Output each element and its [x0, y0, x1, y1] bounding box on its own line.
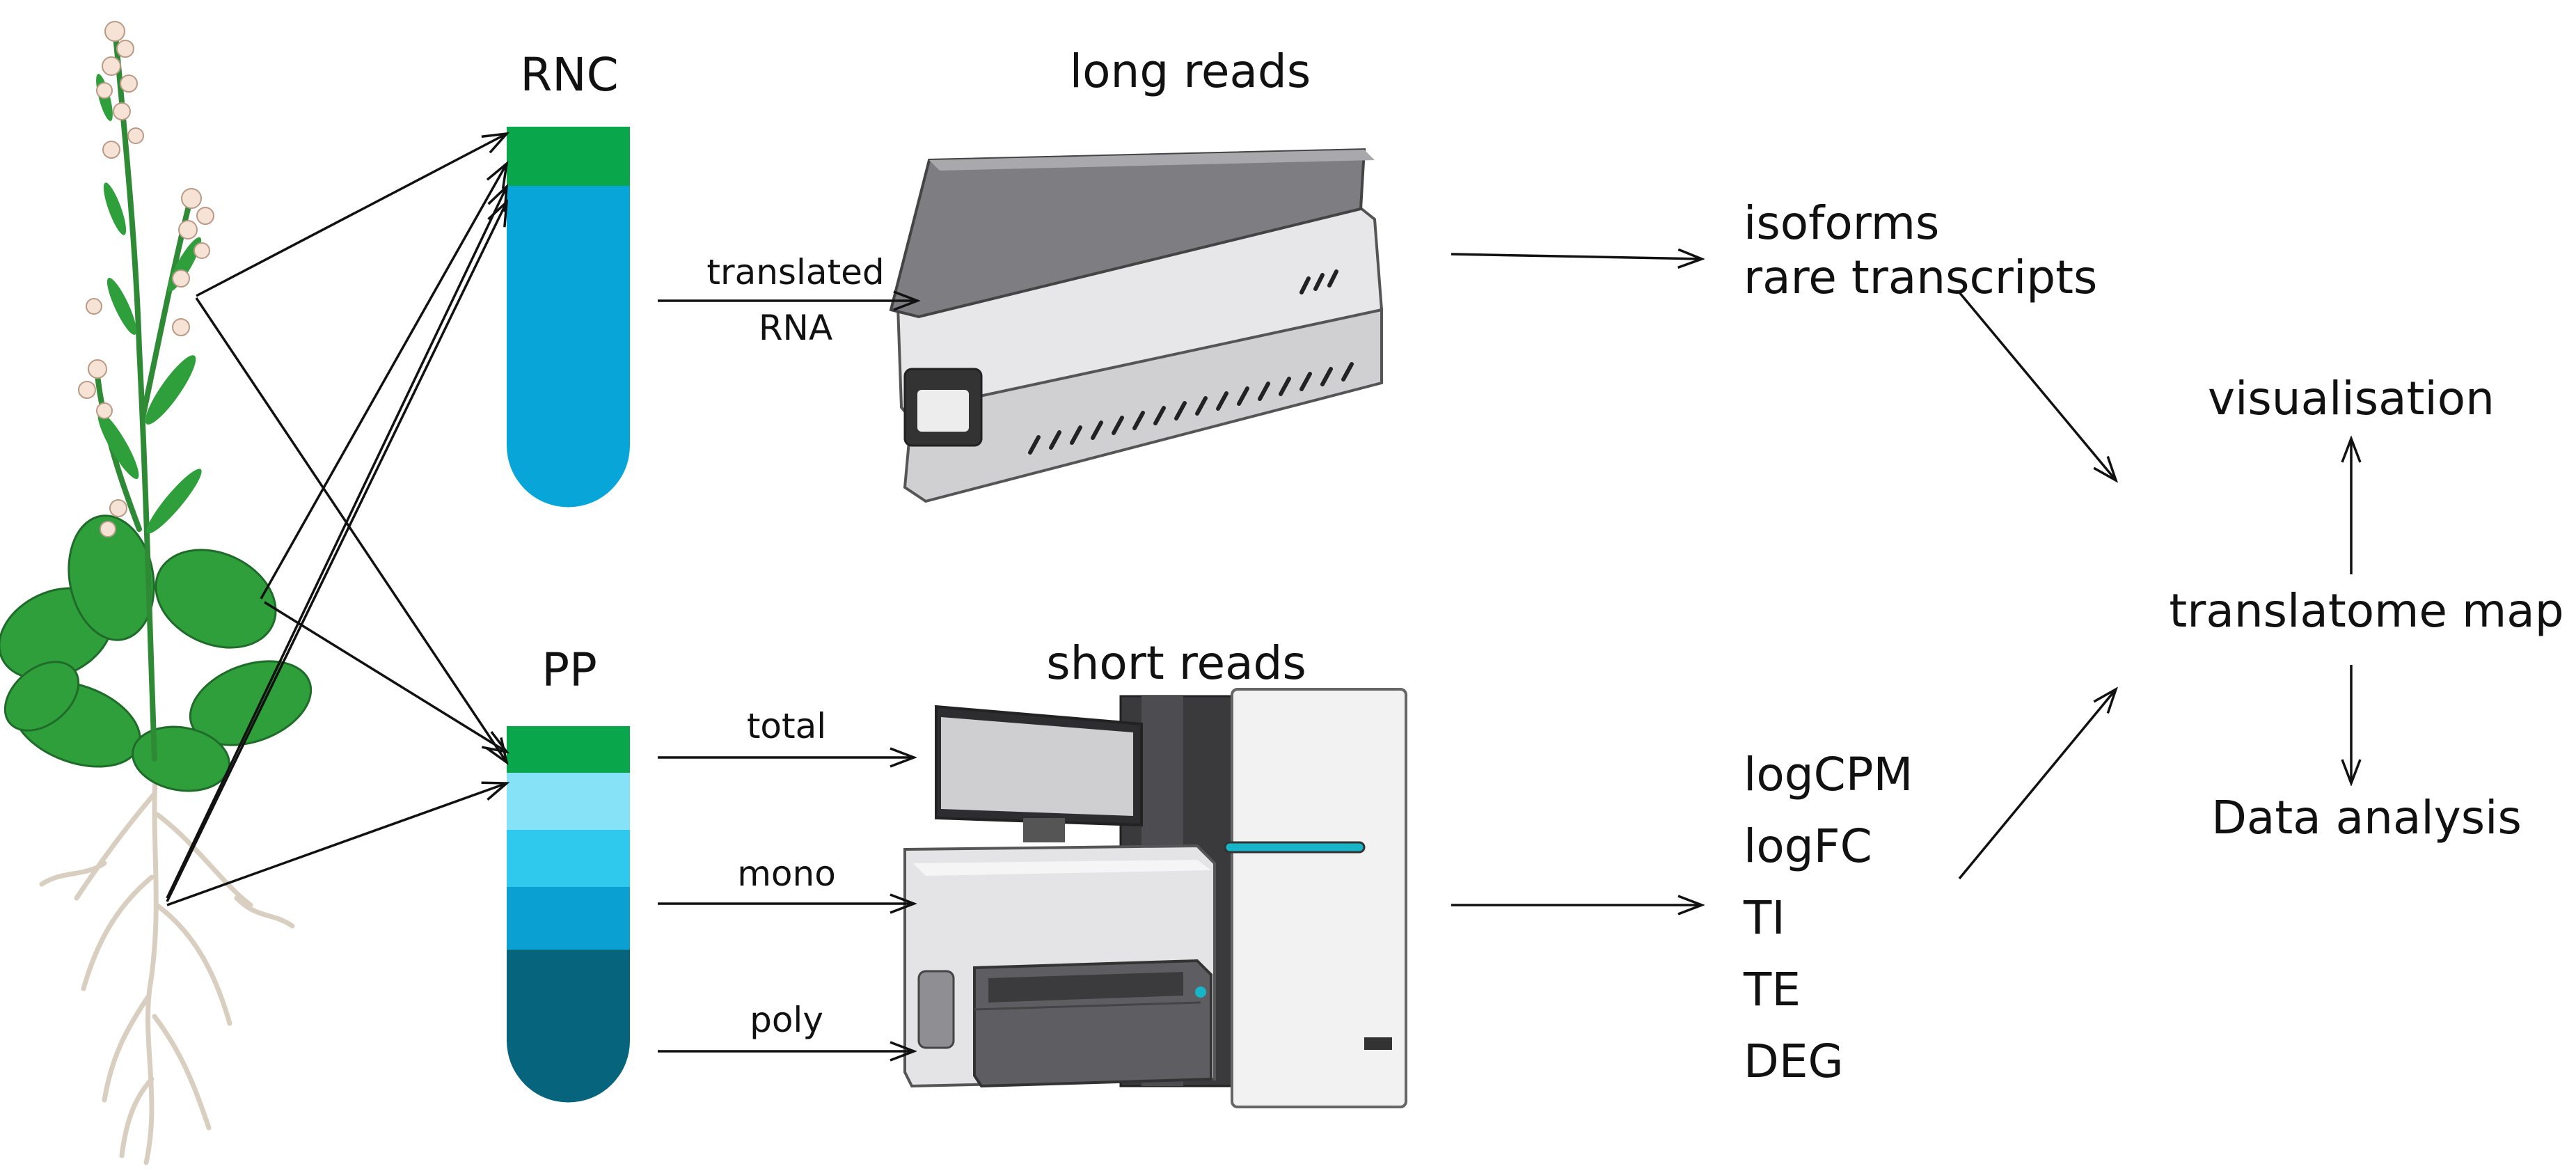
arrow-long-reads-to-isoforms — [1451, 254, 1702, 259]
rna-label: RNA — [758, 308, 833, 348]
arrow-plant-to-pp-1 — [195, 297, 507, 762]
translated-label: translated — [706, 252, 885, 292]
long-read-sequencer-icon — [889, 148, 1384, 503]
isoforms-label: isoforms — [1744, 196, 1940, 250]
metric-logfc: logFC — [1744, 819, 1872, 873]
arrow-plant-to-pp-2 — [264, 601, 507, 752]
total-label: total — [746, 706, 827, 746]
metric-te: TE — [1744, 963, 1801, 1016]
arrow-plant-to-rnc-4 — [166, 202, 507, 902]
metric-ti: TI — [1744, 891, 1785, 945]
poly-label: poly — [750, 1000, 823, 1040]
arrow-isoforms-to-map — [1958, 291, 2116, 480]
data-analysis-label: Data analysis — [2211, 791, 2522, 844]
pp-label: PP — [542, 643, 597, 697]
translatome-map-label: translatome map — [2169, 584, 2564, 638]
metric-deg: DEG — [1744, 1035, 1844, 1088]
rnc-tube — [507, 127, 630, 508]
rare-transcripts-label: rare transcripts — [1744, 251, 2098, 304]
pp-tube — [507, 726, 630, 1103]
arrow-plant-to-rnc-3 — [166, 187, 507, 899]
visualisation-label: visualisation — [2208, 372, 2495, 425]
arrow-plant-to-rnc-1 — [196, 134, 507, 297]
mono-label: mono — [737, 854, 836, 894]
rnc-label: RNC — [520, 48, 619, 102]
workflow-arrows — [166, 134, 2351, 1051]
long-reads-label: long reads — [1069, 45, 1311, 98]
arrow-metrics-to-map — [1958, 689, 2116, 880]
metric-logcpm: logCPM — [1744, 748, 1913, 801]
arrow-plant-to-rnc-2 — [260, 164, 507, 599]
arrow-plant-to-pp-3 — [166, 783, 507, 906]
plant-illustration — [0, 21, 313, 1165]
short-read-sequencer-icon — [903, 688, 1407, 1108]
short-reads-label: short reads — [1046, 636, 1306, 690]
